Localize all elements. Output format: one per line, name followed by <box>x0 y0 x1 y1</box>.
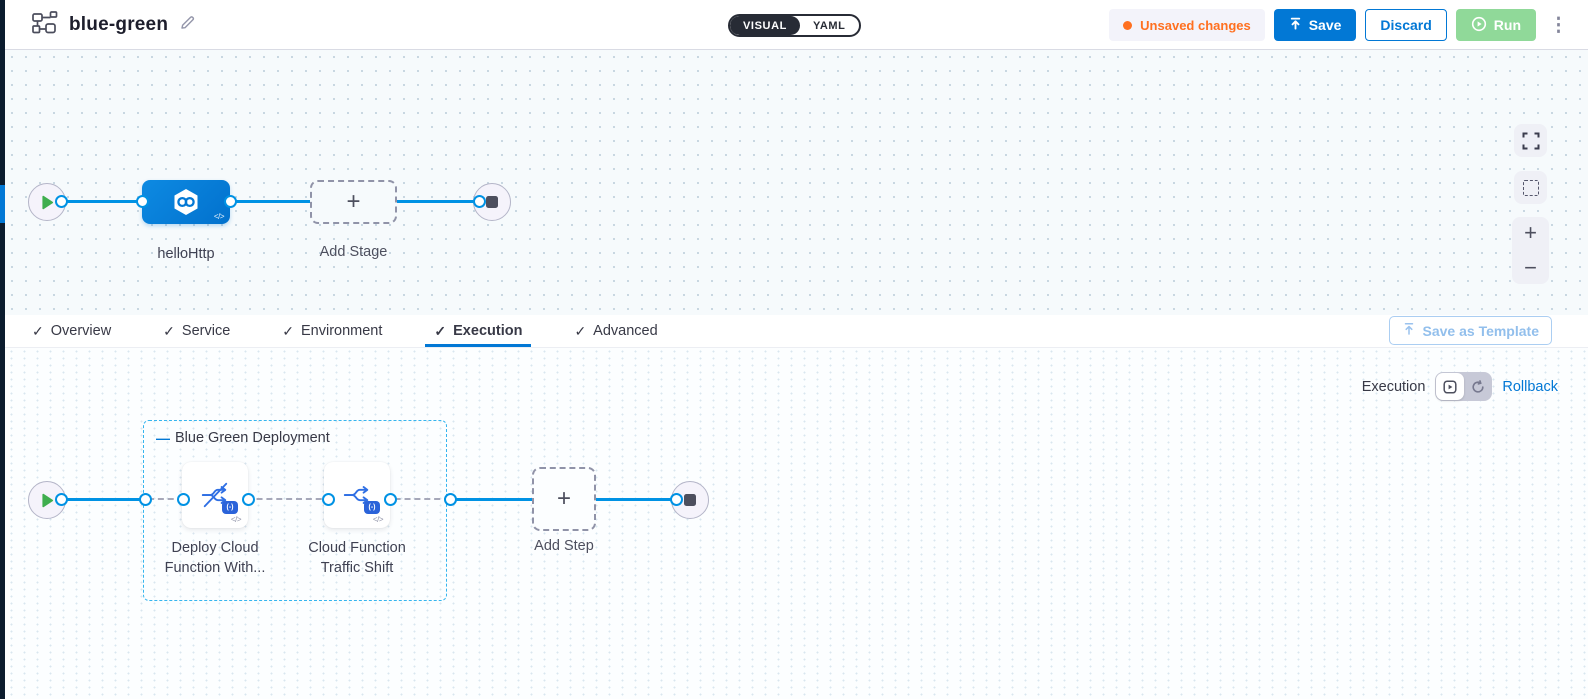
stop-icon <box>684 494 696 506</box>
step-label: Deploy Cloud Function With... <box>164 540 266 576</box>
connector-port <box>223 195 237 208</box>
collapse-group-icon[interactable]: — <box>156 430 170 446</box>
code-icon: </> <box>372 515 384 524</box>
left-nav-rail <box>0 0 5 699</box>
check-icon: ✓ <box>282 322 294 339</box>
step-connector-dashed-line <box>148 498 450 500</box>
tab-overview[interactable]: ✓ Overview <box>32 322 112 340</box>
upload-arrow-icon <box>1289 17 1302 33</box>
unsaved-dot-icon <box>1123 20 1133 30</box>
stage-node-hellohttp[interactable]: </> <box>142 180 230 224</box>
cloud-function-badge-icon: (-) <box>364 501 380 514</box>
connector-port <box>472 195 486 208</box>
step-label: Cloud Function Traffic Shift <box>308 540 406 576</box>
deploy-stage-icon <box>174 189 198 215</box>
unsaved-changes-badge: Unsaved changes <box>1109 9 1265 41</box>
step-connector-line <box>47 498 150 501</box>
save-as-template-button[interactable]: Save as Template <box>1388 316 1552 345</box>
execution-mode-active-segment[interactable] <box>1436 373 1465 400</box>
rollback-mode-segment[interactable] <box>1464 372 1492 401</box>
rollback-link[interactable]: Rollback <box>1502 378 1558 395</box>
rail-position-indicator <box>0 185 5 223</box>
check-icon: ✓ <box>434 322 447 339</box>
more-options-icon[interactable]: ⋮ <box>1549 14 1568 36</box>
add-stage-button[interactable]: + <box>310 180 397 224</box>
save-button[interactable]: Save <box>1273 9 1357 41</box>
stage-config-tabs: ✓ Overview ✓ Service ✓ Environment ✓ Exe… <box>5 315 1588 348</box>
pipeline-icon <box>32 11 58 39</box>
connector-port <box>138 493 152 506</box>
step-group-blue-green[interactable]: — Blue Green Deployment <box>143 420 447 601</box>
header-bar: blue-green VISUAL YAML Unsaved changes <box>5 0 1588 50</box>
multi-select-button[interactable] <box>1514 171 1547 204</box>
fullscreen-button[interactable] <box>1514 124 1547 157</box>
tab-execution[interactable]: ✓ Execution <box>425 315 531 347</box>
stop-icon <box>486 196 498 208</box>
connector-port <box>54 493 68 506</box>
fullscreen-icon <box>1522 132 1539 149</box>
step-group-label: Blue Green Deployment <box>175 430 330 446</box>
check-icon: ✓ <box>32 322 44 339</box>
marquee-select-icon <box>1522 179 1539 196</box>
cloud-function-badge-icon: (-) <box>222 501 238 514</box>
add-step-label: Add Step <box>534 538 594 554</box>
toggle-visual[interactable]: VISUAL <box>730 16 800 35</box>
discard-button[interactable]: Discard <box>1365 9 1447 41</box>
run-button[interactable]: Run <box>1455 9 1536 41</box>
zoom-out-button[interactable]: − <box>1524 255 1537 280</box>
connector-port <box>443 493 457 506</box>
step-deploy-cloud-function[interactable]: (-) </> <box>182 462 248 528</box>
upload-arrow-icon <box>1402 322 1416 339</box>
cloud-function-deploy-no-traffic-icon <box>201 482 228 508</box>
plus-icon: + <box>556 485 571 512</box>
step-cloud-function-traffic-shift[interactable]: (-) </> <box>324 462 390 528</box>
play-circle-icon <box>1471 16 1487 35</box>
tab-advanced[interactable]: ✓ Advanced <box>574 322 658 340</box>
connector-port <box>383 493 397 506</box>
check-icon: ✓ <box>574 322 587 339</box>
zoom-controls: + − <box>1512 217 1549 284</box>
play-icon <box>41 195 53 209</box>
execution-mode-switcher: Execution Rollback <box>1362 372 1558 401</box>
play-icon <box>41 493 53 507</box>
stage-connector-line <box>47 200 493 203</box>
connector-port <box>321 493 335 506</box>
zoom-in-button[interactable]: + <box>1524 220 1537 245</box>
execution-canvas[interactable]: Execution Rollback <box>5 348 1588 699</box>
connector-port <box>669 493 683 506</box>
connector-port <box>241 493 255 506</box>
tab-environment[interactable]: ✓ Environment <box>282 322 383 340</box>
stage-name-label: helloHttp <box>157 246 215 262</box>
code-icon: </> <box>213 212 225 221</box>
connector-port <box>55 195 68 208</box>
execution-rollback-toggle[interactable] <box>1435 372 1493 401</box>
code-icon: </> <box>230 515 242 524</box>
plus-icon: + <box>346 188 361 215</box>
toggle-yaml[interactable]: YAML <box>812 19 846 32</box>
connector-port <box>176 493 190 506</box>
add-stage-label: Add Stage <box>319 244 388 260</box>
check-icon: ✓ <box>163 322 175 339</box>
visual-yaml-toggle: VISUAL YAML <box>728 14 861 37</box>
add-step-button[interactable]: + <box>532 467 596 531</box>
tab-service[interactable]: ✓ Service <box>163 322 231 340</box>
page-title: blue-green <box>69 14 169 35</box>
execution-mode-label: Execution <box>1361 378 1426 395</box>
rollback-arrow-icon <box>1472 379 1484 393</box>
play-box-icon <box>1443 379 1457 394</box>
stage-canvas[interactable]: </> + helloHttp Add Stage + − <box>5 50 1588 315</box>
edit-title-icon[interactable] <box>179 14 196 36</box>
connector-port <box>135 195 149 208</box>
